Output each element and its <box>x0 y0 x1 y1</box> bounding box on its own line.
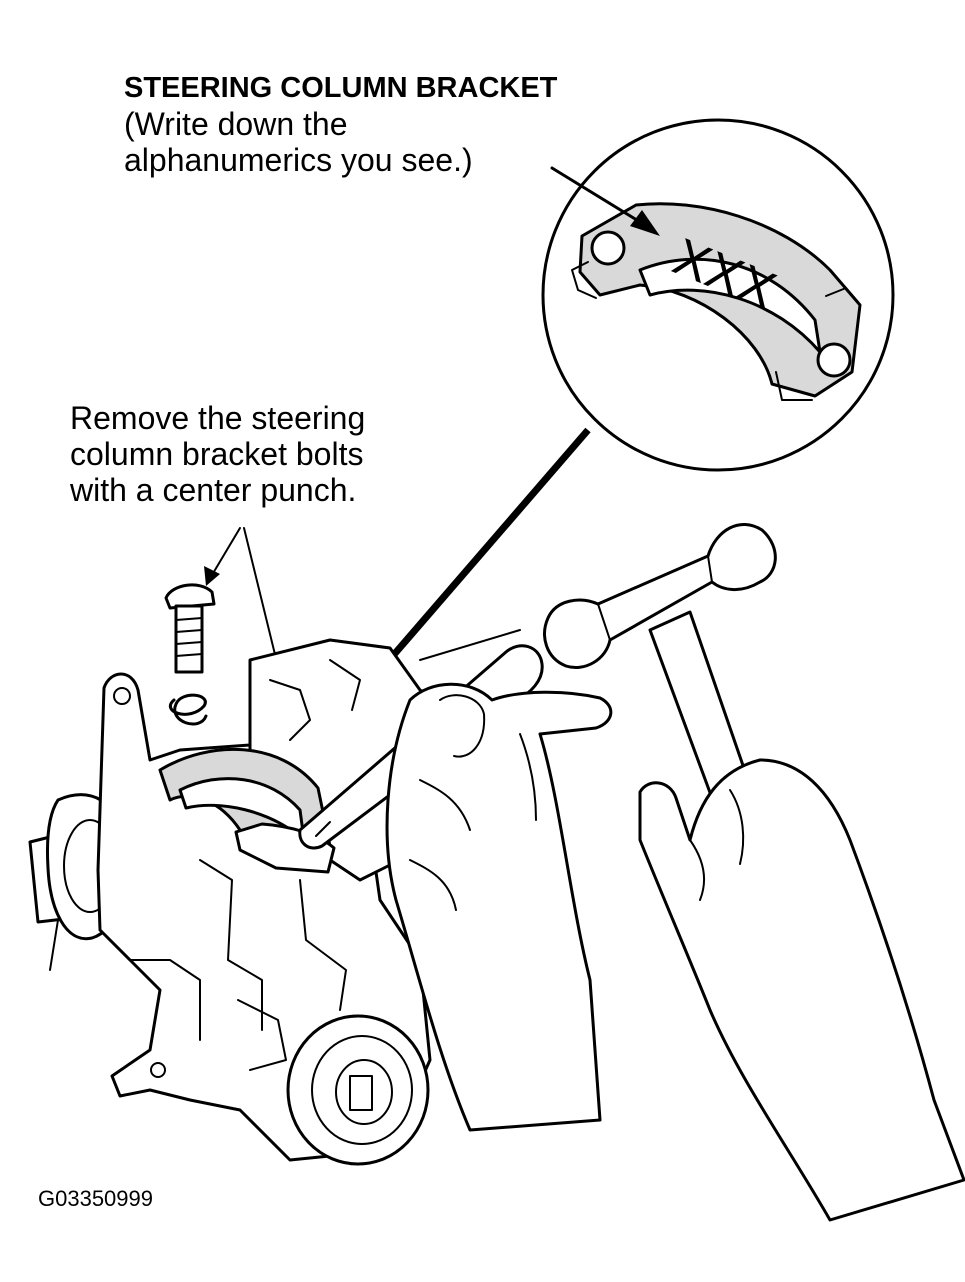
column-outline-lines <box>49 919 201 1041</box>
note-pointer-arrow <box>550 166 660 236</box>
title-note-line-2: alphanumerics you see.) <box>124 142 473 178</box>
callout-line-1: Remove the steering <box>70 400 366 436</box>
loose-bolt <box>164 583 216 674</box>
title-note-line-1: (Write down the <box>124 106 348 142</box>
bracket-hole-left <box>590 230 626 266</box>
callout-line-3: with a center punch. <box>70 472 357 508</box>
ignition-cylinder <box>286 1014 430 1166</box>
figure-code: G03350999 <box>38 1186 153 1211</box>
left-hand <box>385 682 613 1132</box>
bracket-hole-right <box>816 342 852 378</box>
magnified-detail: XXX <box>541 118 895 472</box>
hammer <box>543 523 777 800</box>
diagram-title: STEERING COLUMN BRACKET <box>124 72 558 104</box>
spring-washer <box>169 693 208 726</box>
right-hand <box>638 758 965 1222</box>
callout-line-2: column bracket bolts <box>70 436 364 472</box>
